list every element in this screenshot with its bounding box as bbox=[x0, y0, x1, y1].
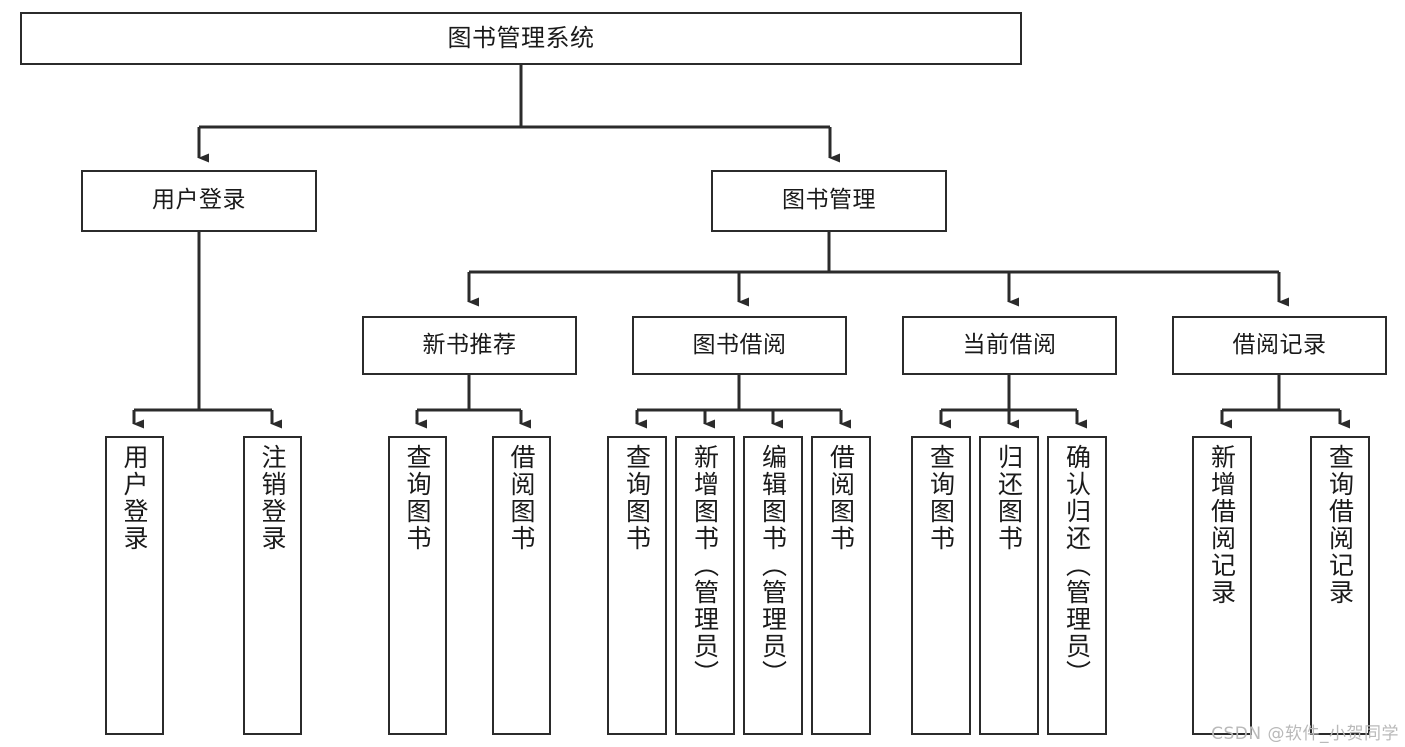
node-leaf-confirm-return[interactable]: 确认归还（管理员） bbox=[1047, 436, 1107, 735]
node-label: 确认归还（管理员） bbox=[1062, 444, 1092, 687]
node-leaf-logout-login[interactable]: 注销登录 bbox=[243, 436, 302, 735]
node-leaf-edit-book[interactable]: 编辑图书（管理员） bbox=[743, 436, 803, 735]
node-label: 查询图书 bbox=[403, 444, 432, 552]
node-label: 借阅图书 bbox=[826, 444, 856, 552]
node-leaf-user-login[interactable]: 用户登录 bbox=[105, 436, 164, 735]
node-label: 当前借阅 bbox=[962, 331, 1057, 358]
node-label: 用户登录 bbox=[152, 187, 246, 214]
node-current-borrow[interactable]: 当前借阅 bbox=[902, 316, 1117, 375]
node-leaf-query-book-2[interactable]: 查询图书 bbox=[607, 436, 667, 735]
node-label: 新增借阅记录 bbox=[1207, 444, 1237, 606]
node-label: 借阅图书 bbox=[507, 444, 536, 552]
node-new-book-recommend[interactable]: 新书推荐 bbox=[362, 316, 577, 375]
node-label: 查询图书 bbox=[622, 444, 652, 552]
node-label: 注销登录 bbox=[258, 444, 287, 552]
node-label: 图书借阅 bbox=[692, 331, 787, 358]
node-borrow-record[interactable]: 借阅记录 bbox=[1172, 316, 1387, 375]
node-label: 借阅记录 bbox=[1232, 331, 1327, 358]
node-book-borrow[interactable]: 图书借阅 bbox=[632, 316, 847, 375]
node-label: 编辑图书（管理员） bbox=[758, 444, 788, 687]
node-label: 图书管理 bbox=[782, 187, 876, 214]
node-leaf-add-book[interactable]: 新增图书（管理员） bbox=[675, 436, 735, 735]
node-leaf-add-record[interactable]: 新增借阅记录 bbox=[1192, 436, 1252, 735]
node-leaf-borrow-book-1[interactable]: 借阅图书 bbox=[492, 436, 551, 735]
csdn-watermark: CSDN @软件_小贺同学 bbox=[1211, 724, 1399, 744]
node-book-management[interactable]: 图书管理 bbox=[711, 170, 947, 232]
node-user-login[interactable]: 用户登录 bbox=[81, 170, 317, 232]
node-leaf-query-book-3[interactable]: 查询图书 bbox=[911, 436, 971, 735]
node-label: 归还图书 bbox=[994, 444, 1024, 552]
node-label: 新书推荐 bbox=[422, 331, 517, 358]
node-leaf-query-book-1[interactable]: 查询图书 bbox=[388, 436, 447, 735]
node-label: 用户登录 bbox=[120, 444, 149, 552]
node-leaf-return-book[interactable]: 归还图书 bbox=[979, 436, 1039, 735]
node-root-book-management-system[interactable]: 图书管理系统 bbox=[20, 12, 1022, 65]
node-leaf-query-record[interactable]: 查询借阅记录 bbox=[1310, 436, 1370, 735]
node-label: 查询图书 bbox=[926, 444, 956, 552]
node-label: 新增图书（管理员） bbox=[690, 444, 720, 687]
node-label: 查询借阅记录 bbox=[1325, 444, 1355, 606]
node-leaf-borrow-book-2[interactable]: 借阅图书 bbox=[811, 436, 871, 735]
node-label: 图书管理系统 bbox=[447, 24, 595, 53]
